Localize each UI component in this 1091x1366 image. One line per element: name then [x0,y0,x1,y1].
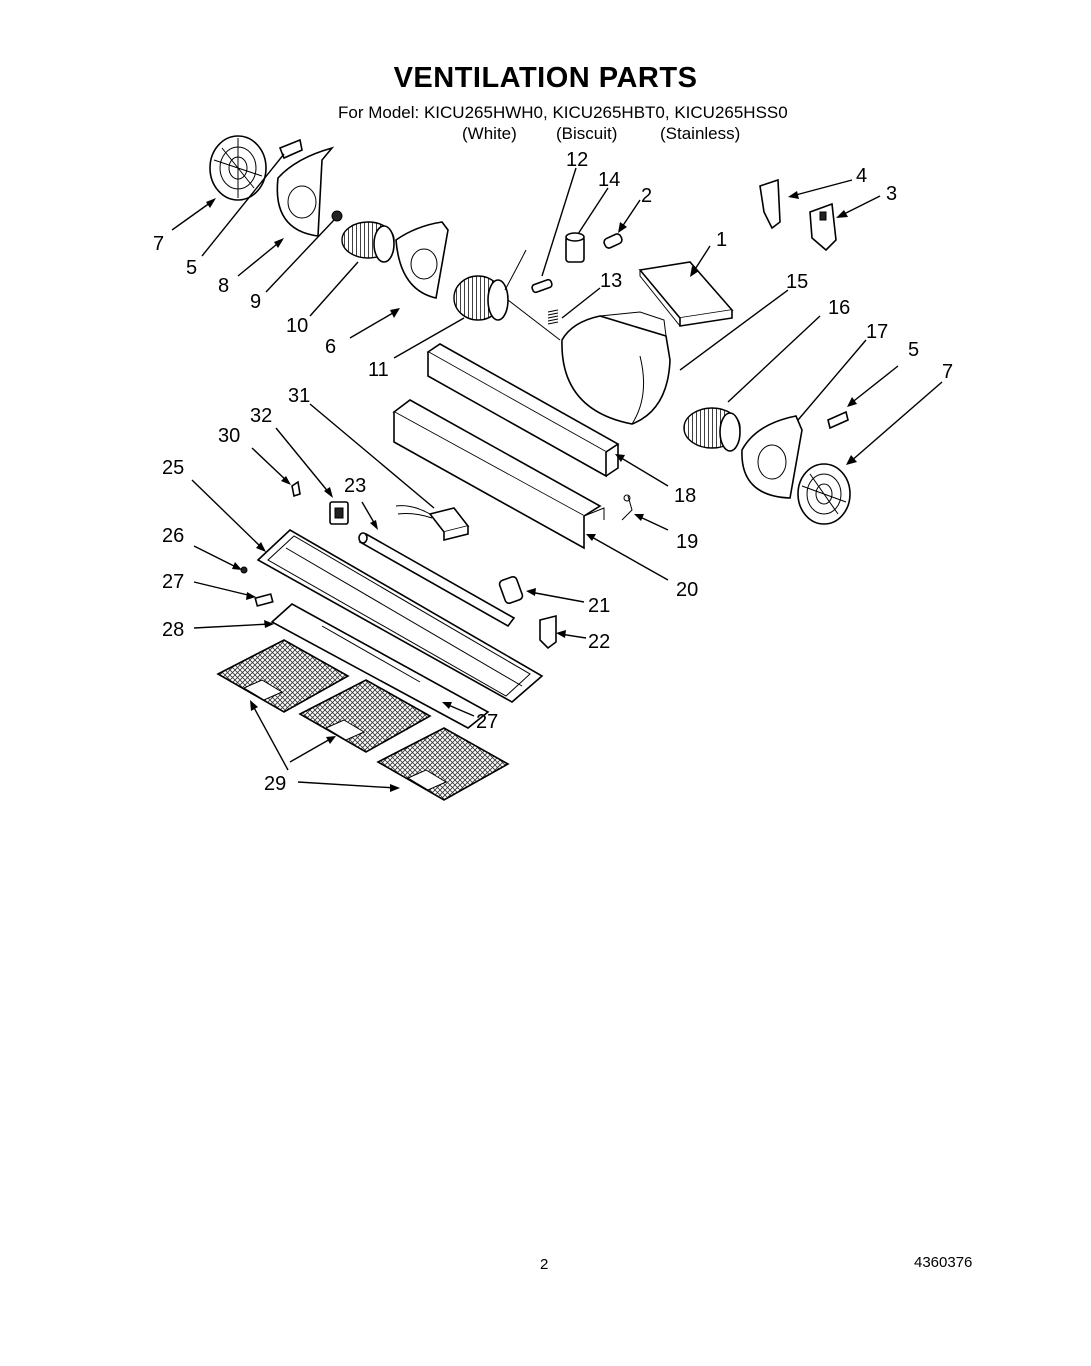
switch-bracket [759,178,781,230]
callout-26: 26 [162,525,184,547]
light-panel-frame [256,529,544,703]
callout-5-left: 5 [186,257,197,279]
callout-27-left: 27 [162,571,184,593]
bracket-right [827,410,849,430]
callout-11: 11 [368,359,389,381]
callout-8: 8 [218,275,229,297]
callout-18: 18 [674,485,696,507]
page-title: VENTILATION PARTS [393,62,698,94]
blower-housing-left [276,146,335,237]
callout-14: 14 [598,169,620,191]
callout-30: 30 [218,425,240,447]
lens [270,603,490,729]
clip [531,278,553,294]
scroll-housing [561,311,671,425]
blower-wheel-left [341,221,395,263]
callout-7-right: 7 [942,361,953,383]
callout-6: 6 [325,336,336,358]
fluorescent-tube [358,532,516,628]
callout-22: 22 [588,631,610,653]
callout-31: 31 [288,385,310,407]
grille-right [797,463,851,525]
capacitor [565,232,585,263]
callout-20: 20 [676,579,698,601]
callout-15: 15 [786,271,808,293]
callout-labels: 7 5 8 9 10 6 11 12 14 2 13 1 4 3 15 16 1… [153,149,953,795]
callout-27-right: 27 [476,711,498,733]
callout-21: 21 [588,595,610,617]
blower-housing-right [741,415,803,499]
callout-4: 4 [856,165,867,187]
callout-12: 12 [566,149,588,171]
callout-16: 16 [828,297,850,319]
callout-32: 32 [250,405,272,427]
leader-lines [171,153,943,792]
variant-white: (White) [462,124,517,143]
mounting-plate [395,221,449,299]
socket [329,501,349,525]
callout-29: 29 [264,773,286,795]
panel [392,399,605,550]
callout-3: 3 [886,183,897,205]
callout-17: 17 [866,321,888,343]
callout-23: 23 [344,475,366,497]
nut [331,210,343,222]
callout-28: 28 [162,619,184,641]
tray [638,261,734,327]
variant-biscuit: (Biscuit) [556,124,618,143]
spring [547,309,559,325]
ballast [395,505,470,542]
screw-26 [240,566,248,574]
document-number: 4360376 [914,1254,973,1271]
switch [809,202,837,252]
clip-19 [621,494,633,521]
callout-13: 13 [600,270,622,292]
starter [498,575,524,605]
lamp-holder [539,614,557,650]
callout-25: 25 [162,457,184,479]
blower-wheel-right [683,407,741,452]
variant-stainless: (Stainless) [660,124,741,143]
callout-10: 10 [286,315,308,337]
page-number: 2 [540,1256,549,1273]
screw-30 [291,480,301,498]
callout-9: 9 [250,291,261,313]
callout-1: 1 [716,229,727,251]
duct-box [426,343,620,478]
grease-filters [216,639,510,801]
motor [453,249,561,341]
callout-19: 19 [676,531,698,553]
model-line: For Model: KICU265HWH0, KICU265HBT0, KIC… [338,103,788,122]
grille-left [209,135,267,201]
callout-5-right: 5 [908,339,919,361]
fitting [603,233,623,249]
clip-27-left [254,593,274,607]
callout-7-left: 7 [153,233,164,255]
callout-2: 2 [641,185,652,207]
